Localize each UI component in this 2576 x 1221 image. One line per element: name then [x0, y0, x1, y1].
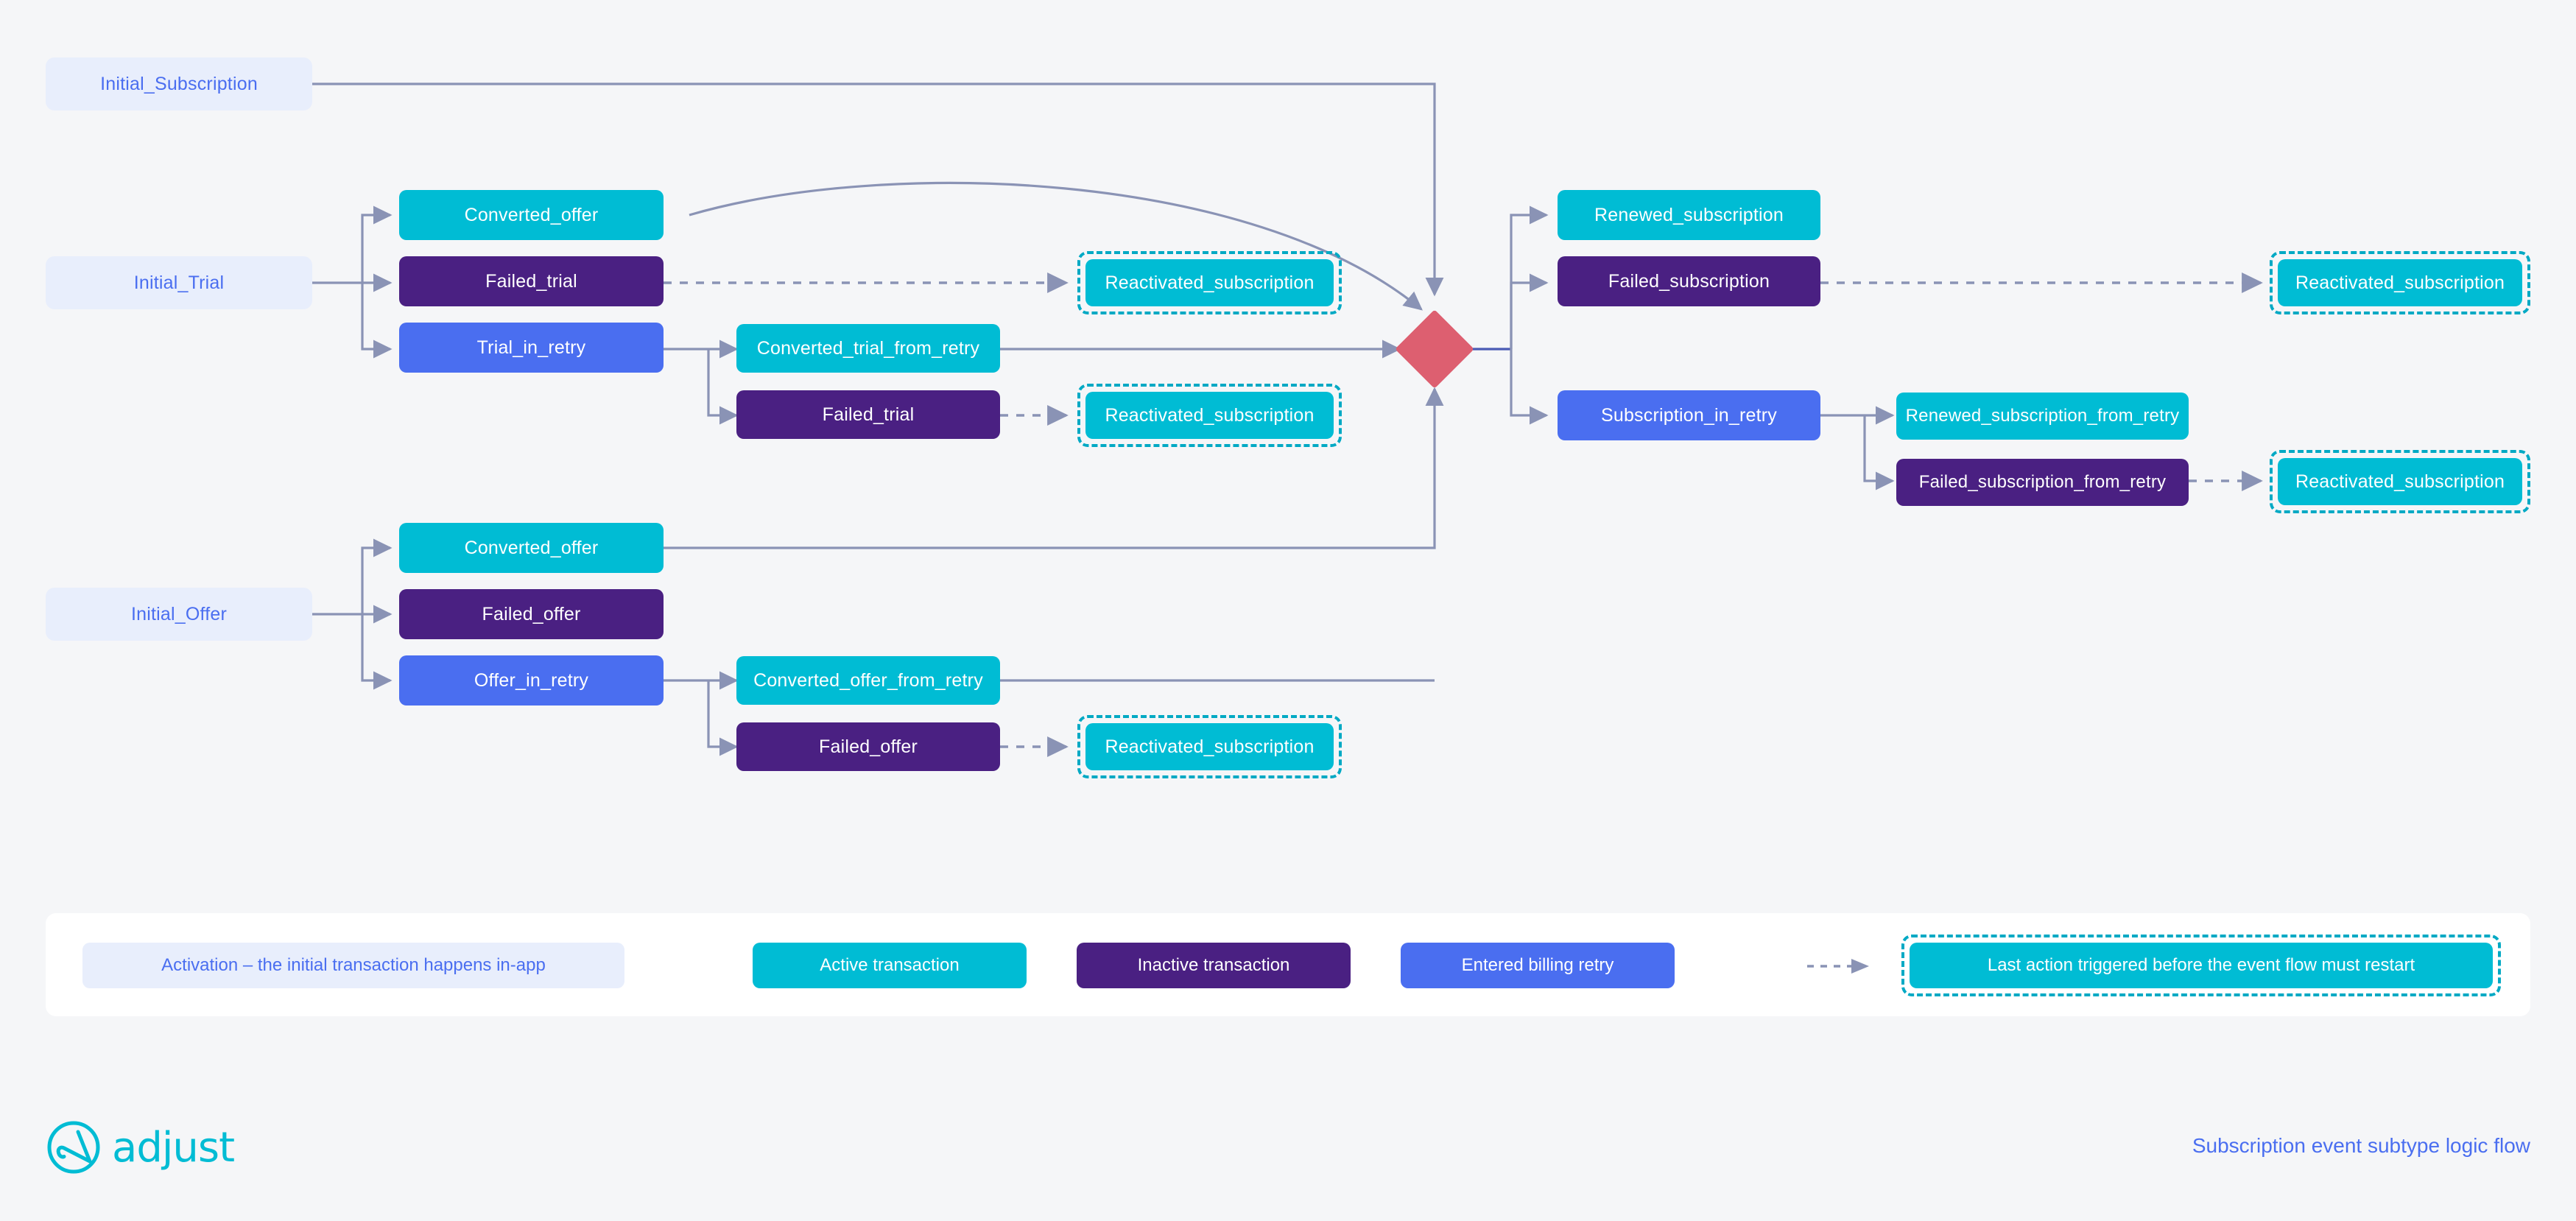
legend-item-retry[interactable]: Entered billing retry: [1401, 943, 1675, 988]
node-label: Failed_subscription: [1608, 270, 1770, 292]
node-label: Failed_subscription_from_retry: [1918, 472, 2167, 492]
legend-item-last-action-wrapper: Last action triggered before the event f…: [1901, 935, 2501, 996]
node-reactivated-trial-retry-wrapper: Reactivated_subscription: [1077, 384, 1342, 447]
node-label: Reactivated_subscription: [2295, 272, 2505, 293]
legend-item-activation[interactable]: Activation – the initial transaction hap…: [82, 943, 624, 988]
node-label: Reactivated_subscription: [2295, 471, 2505, 492]
node-label: Converted_offer: [464, 204, 599, 225]
node-label: Failed_trial: [485, 270, 577, 292]
node-label: Reactivated_subscription: [1105, 272, 1315, 293]
node-label: Converted_trial_from_retry: [756, 337, 980, 359]
node-label: Subscription_in_retry: [1600, 404, 1778, 426]
node-label: Initial_Offer: [131, 603, 227, 624]
legend-item-last-action[interactable]: Last action triggered before the event f…: [1910, 943, 2493, 988]
legend-label: Active transaction: [820, 955, 960, 975]
node-converted-trial-from-retry[interactable]: Converted_trial_from_retry: [736, 324, 1000, 373]
node-label: Converted_offer: [464, 537, 599, 558]
legend-label: Last action triggered before the event f…: [1987, 955, 2415, 975]
node-label: Failed_offer: [819, 736, 918, 757]
node-offer-in-retry[interactable]: Offer_in_retry: [399, 655, 664, 705]
legend-label: Entered billing retry: [1461, 955, 1614, 975]
legend-item-inactive[interactable]: Inactive transaction: [1077, 943, 1351, 988]
node-trial-failed-trial[interactable]: Failed_trial: [399, 256, 664, 306]
node-trial-converted-offer[interactable]: Converted_offer: [399, 190, 664, 240]
node-label: Offer_in_retry: [474, 669, 589, 691]
node-offer-failed-offer[interactable]: Failed_offer: [399, 589, 664, 639]
node-failed-subscription[interactable]: Failed_subscription: [1558, 256, 1820, 306]
legend-label: Activation – the initial transaction hap…: [161, 955, 546, 975]
node-trial-in-retry[interactable]: Trial_in_retry: [399, 323, 664, 373]
node-label: Failed_trial: [822, 404, 915, 425]
node-initial-trial[interactable]: Initial_Trial: [46, 256, 312, 309]
node-reactivated-right-bottom-wrapper: Reactivated_subscription: [2270, 450, 2530, 513]
node-reactivated-right-top-wrapper: Reactivated_subscription: [2270, 251, 2530, 314]
node-reactivated-trial[interactable]: Reactivated_subscription: [1085, 259, 1334, 306]
node-reactivated-offer-retry[interactable]: Reactivated_subscription: [1085, 723, 1334, 770]
node-converted-offer-from-retry[interactable]: Converted_offer_from_retry: [736, 656, 1000, 705]
node-reactivated-offer-retry-wrapper: Reactivated_subscription: [1077, 715, 1342, 778]
node-reactivated-trial-retry[interactable]: Reactivated_subscription: [1085, 392, 1334, 439]
node-label: Trial_in_retry: [476, 337, 586, 358]
legend-panel: Activation – the initial transaction hap…: [46, 913, 2530, 1016]
node-retry-failed-trial[interactable]: Failed_trial: [736, 390, 1000, 439]
node-label: Renewed_subscription_from_retry: [1905, 406, 2180, 426]
legend-arrow-icon: [1807, 959, 1869, 974]
brand-wordmark: adjust: [112, 1123, 235, 1172]
node-failed-subscription-from-retry[interactable]: Failed_subscription_from_retry: [1896, 459, 2189, 506]
node-initial-subscription[interactable]: Initial_Subscription: [46, 57, 312, 110]
node-reactivated-trial-wrapper: Reactivated_subscription: [1077, 251, 1342, 314]
node-subscription-in-retry[interactable]: Subscription_in_retry: [1558, 390, 1820, 440]
node-initial-offer[interactable]: Initial_Offer: [46, 588, 312, 641]
node-label: Converted_offer_from_retry: [753, 669, 983, 691]
node-label: Initial_Trial: [133, 272, 225, 293]
node-renewed-subscription[interactable]: Renewed_subscription: [1558, 190, 1820, 240]
node-reactivated-right-top[interactable]: Reactivated_subscription: [2278, 259, 2522, 306]
node-offer-converted-offer[interactable]: Converted_offer: [399, 523, 664, 573]
adjust-mark-icon: [47, 1121, 100, 1174]
node-retry-failed-offer[interactable]: Failed_offer: [736, 722, 1000, 771]
node-renewed-subscription-from-retry[interactable]: Renewed_subscription_from_retry: [1896, 393, 2189, 440]
brand-logo[interactable]: adjust: [46, 1119, 235, 1175]
node-label: Failed_offer: [482, 603, 581, 624]
node-reactivated-right-bottom[interactable]: Reactivated_subscription: [2278, 458, 2522, 505]
node-label: Initial_Subscription: [100, 73, 258, 94]
page-title: Subscription event subtype logic flow: [2192, 1134, 2530, 1157]
legend-label: Inactive transaction: [1137, 955, 1290, 975]
node-label: Reactivated_subscription: [1105, 736, 1315, 757]
node-label: Renewed_subscription: [1594, 204, 1784, 225]
legend-item-active[interactable]: Active transaction: [753, 943, 1027, 988]
decision-diamond[interactable]: [1395, 309, 1474, 389]
node-label: Reactivated_subscription: [1105, 404, 1315, 426]
